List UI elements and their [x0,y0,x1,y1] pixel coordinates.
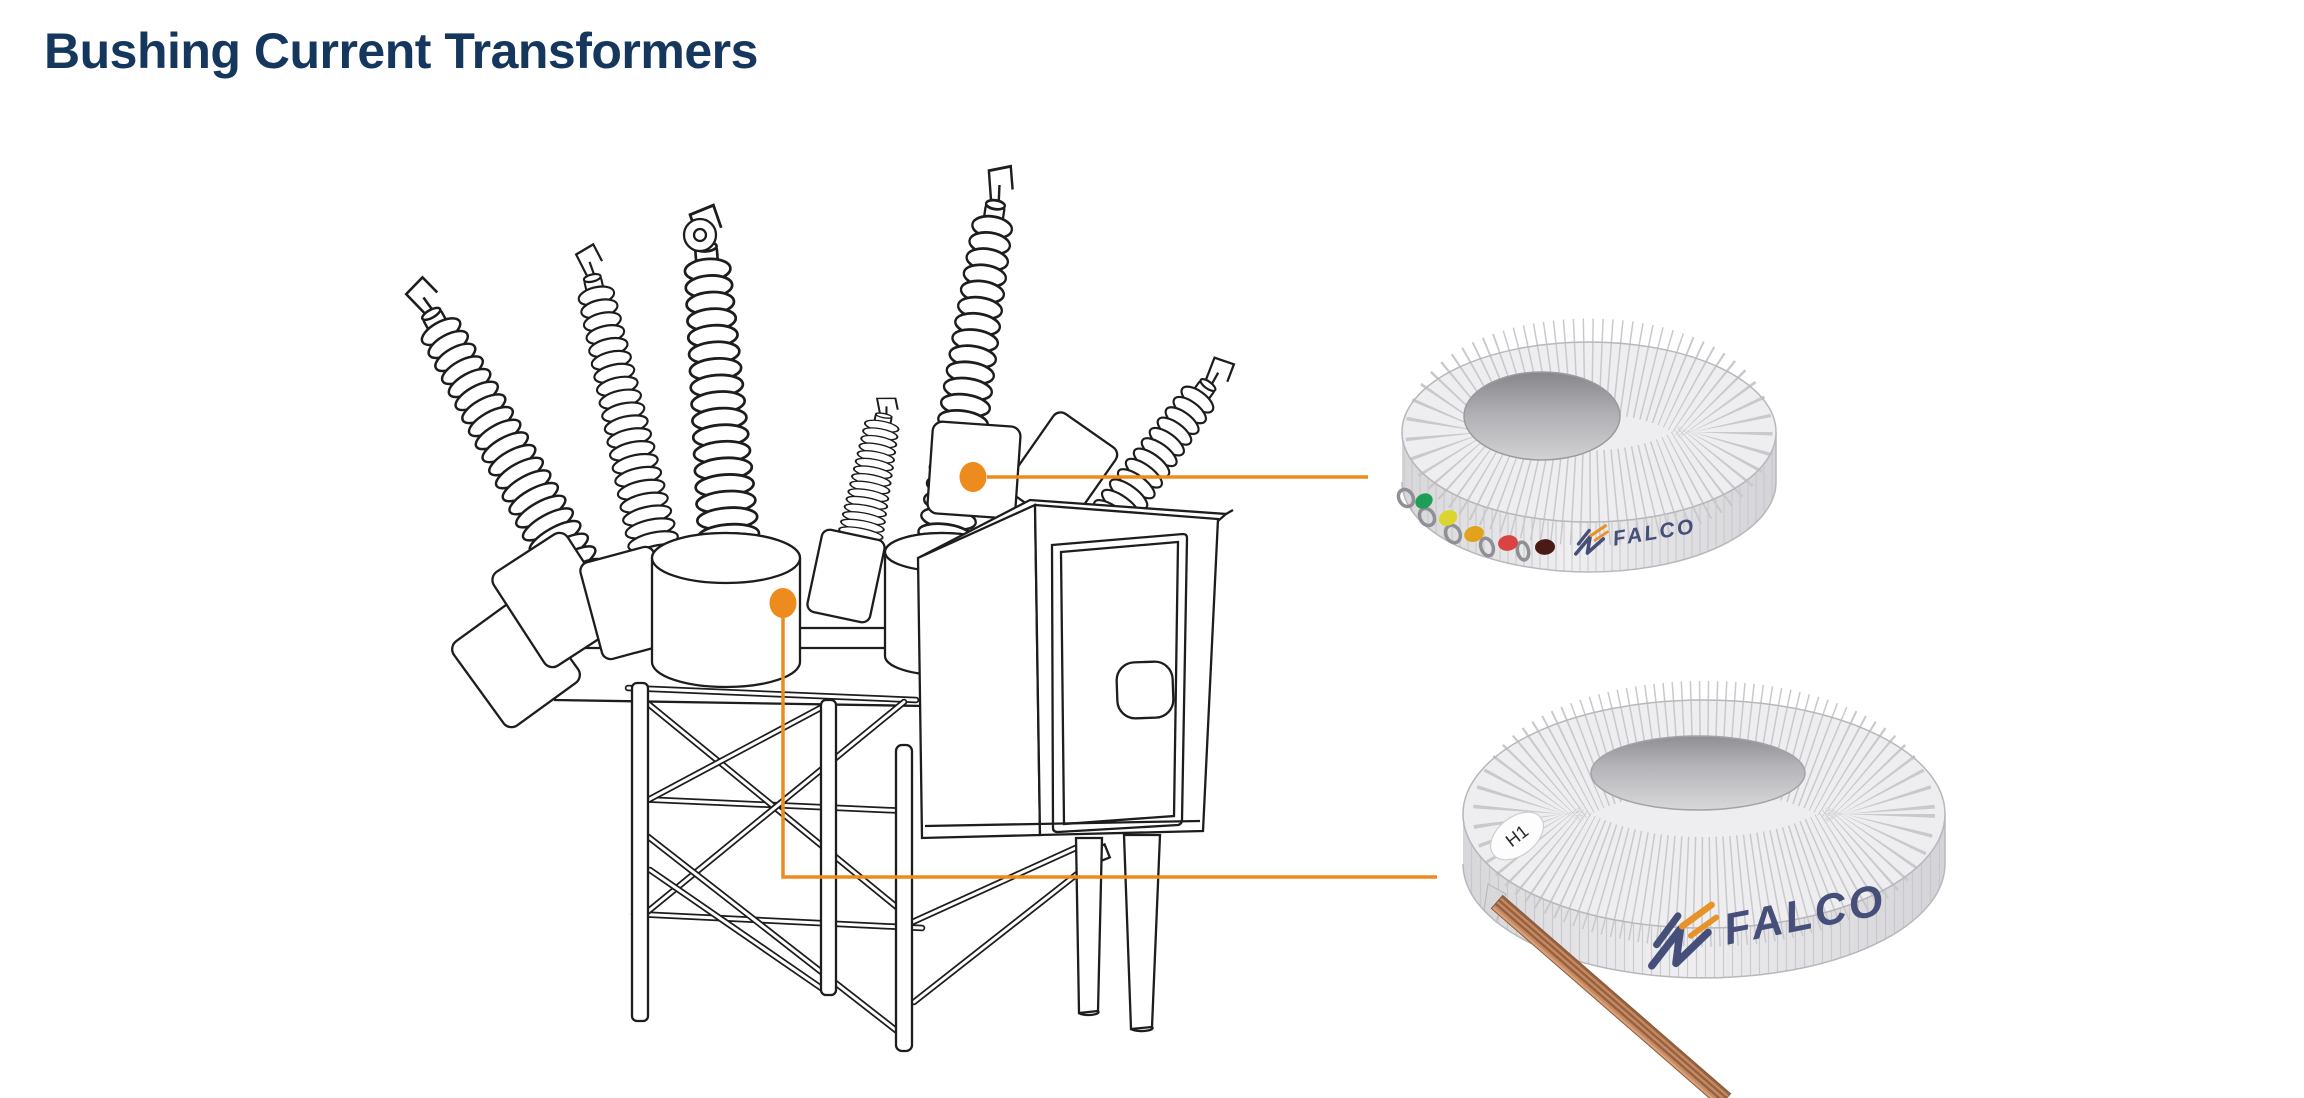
ct-lower-bore [1590,735,1806,811]
callout-line-lower [781,615,1437,879]
center-bushing-ring-terminal [682,217,718,253]
control-cabinet [916,498,1234,840]
stand-post-mid [819,698,838,997]
callouts [769,462,1437,879]
terminal-dot-maroon [1535,539,1555,555]
door-handle [1115,660,1175,720]
ct-upper-bore [1463,371,1621,461]
terminal-dot-amber [1464,525,1484,543]
h1-terminal-label: H1 [1490,811,1544,861]
terminal-dot-green [1415,493,1433,509]
bushing-insulators [385,159,1250,680]
cabinet-left-face [916,503,1042,840]
secondary-terminal-dots [1415,493,1555,555]
secondary-wire-bundle [1490,894,1732,1098]
wire-exit-wedge [1483,883,1507,923]
terminal-dot-yellow [1438,510,1458,526]
cabinet-leg-back [1122,833,1162,1031]
stand-post-left [630,681,650,1023]
callout-dot-upper [959,462,987,492]
terminal-dot-red [1498,535,1518,551]
ct-render-lower: H1 FALCO [1462,681,1946,1098]
page-title: Bushing Current Transformers [44,23,758,79]
secondary-terminal-rings [1396,487,1531,562]
stand-post-front [894,743,914,1053]
tank-assembly [451,411,1119,729]
callout-dot-lower [769,588,797,618]
support-stand [628,681,1162,1053]
ct-render-upper: FALCO [1396,318,1777,573]
circuit-breaker-line-art [385,159,1250,1053]
cabinet-leg-front [1074,836,1104,1015]
